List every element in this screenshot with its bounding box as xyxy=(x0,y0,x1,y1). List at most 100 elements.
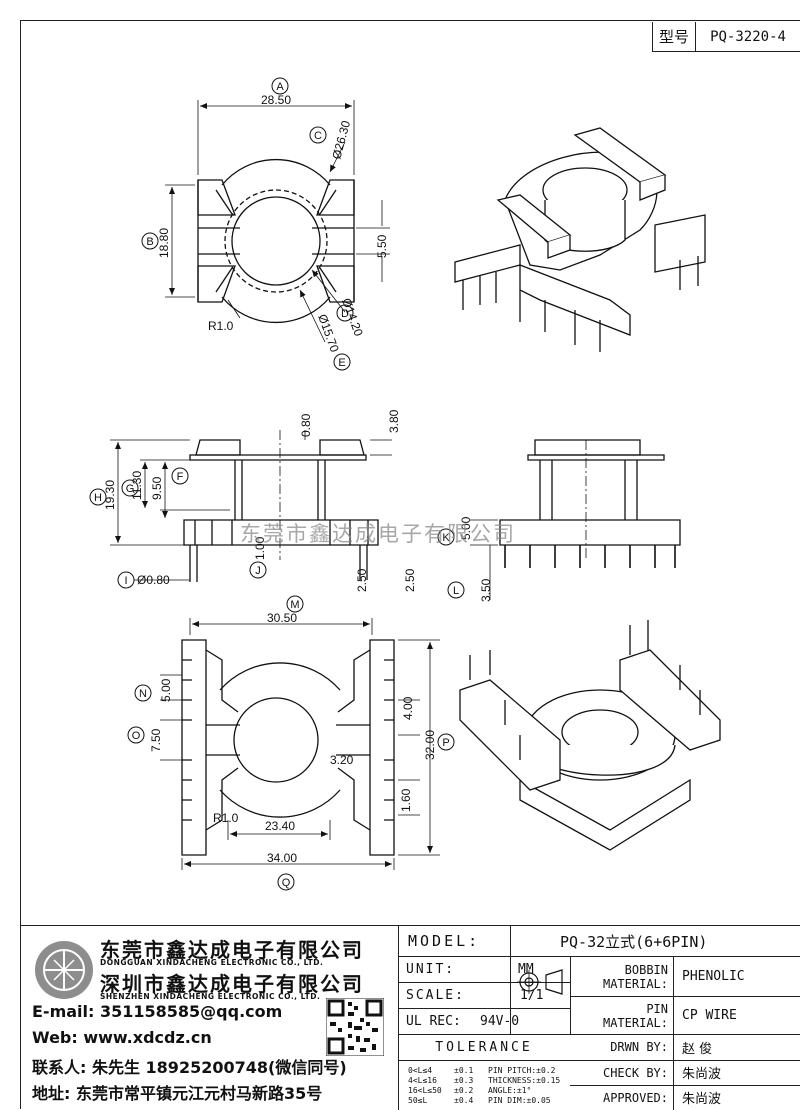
company-name-2-en: SHENZHEN XINDACHENG ELECTRONIC CO., LTD. xyxy=(100,992,321,1001)
watermark: 东莞市鑫达成电子有限公司 xyxy=(240,522,516,546)
dim-slot: 5.50 xyxy=(375,234,389,258)
tol-row-1-note: PIN PITCH:±0.2 xyxy=(488,1066,556,1075)
pin-label: PIN MATERIAL: xyxy=(602,1001,668,1030)
dim-p: 32.00 xyxy=(423,730,437,760)
model-value: PQ-32立式(6+6PIN) xyxy=(560,932,708,951)
type-value: PQ-3220-4 xyxy=(710,28,786,45)
tol-row-3-value: ±0.2 xyxy=(454,1086,474,1095)
circle-m-label: M xyxy=(290,599,299,611)
dim-g: 11.30 xyxy=(130,471,144,500)
dim-b: 18.80 xyxy=(157,228,171,258)
circle-p-label: P xyxy=(442,737,449,749)
bobbin-value: PHENOLIC xyxy=(682,968,745,984)
unit-label: UNIT: xyxy=(406,961,456,977)
side-view-right xyxy=(437,439,681,600)
circle-h-label: H xyxy=(94,492,102,504)
tol-row-2-range: 4<L≤16 xyxy=(408,1076,437,1085)
dim-l: 3.50 xyxy=(479,578,493,602)
radius-top: R1.0 xyxy=(208,319,234,333)
model-label: MODEL: xyxy=(408,932,481,950)
circle-o-label: O xyxy=(132,730,141,742)
top-view-labels: A 28.50 C Ø26.30 B 18.80 5.50 D Ø14.20 E… xyxy=(146,81,389,369)
dim-low: 1.60 xyxy=(399,788,413,812)
tol-row-4-note: PIN DIM:±0.05 xyxy=(488,1096,551,1105)
approved-label: APPROVED: xyxy=(602,1090,668,1105)
company-name-2: 深圳市鑫达成电子有限公司 xyxy=(100,972,364,996)
side-view-left xyxy=(89,430,392,589)
circle-e-label: E xyxy=(338,357,345,369)
dim-e: Ø15.70 xyxy=(315,312,342,354)
ulrec-label: UL REC: xyxy=(406,1013,461,1029)
tol-row-1-range: 0<L≤4 xyxy=(408,1066,433,1075)
iso-view-bottom xyxy=(459,620,721,851)
bobbin-label: BOBBIN MATERIAL: xyxy=(602,962,668,991)
pin-value: CP WIRE xyxy=(682,1007,737,1023)
radius-bottom: R1.0 xyxy=(213,811,239,825)
drwn-label: DRWN BY: xyxy=(610,1040,668,1054)
website: Web: www.xdcdz.cn xyxy=(32,1028,212,1047)
drwn-value: 赵 俊 xyxy=(682,1041,713,1057)
dim-i: Ø0.80 xyxy=(137,573,170,587)
address: 地址: 东莞市常平镇元江元村马新路35号 xyxy=(32,1084,323,1103)
drawing-frame xyxy=(20,20,800,1109)
dim-f: 9.50 xyxy=(150,476,164,500)
approved-value: 朱尚波 xyxy=(682,1092,722,1107)
type-box: 型号 PQ-3220-4 xyxy=(652,22,800,52)
ulrec-value: 94V-0 xyxy=(480,1013,520,1029)
dim-top: 0.80 xyxy=(299,413,313,437)
dim-inner: 23.40 xyxy=(265,819,295,833)
contact-person: 联系人: 朱先生 18925200748(微信同号) xyxy=(32,1058,347,1077)
dim-h: 19.30 xyxy=(103,480,117,510)
side-view-right-labels: K 5.00 L 3.50 xyxy=(442,516,493,602)
circle-i-label: I xyxy=(124,575,127,587)
check-label: CHECK BY: xyxy=(602,1065,668,1080)
circle-n-label: N xyxy=(139,688,147,700)
company-name-1: 东莞市鑫达成电子有限公司 xyxy=(100,938,364,962)
company-logo-icon xyxy=(35,941,93,999)
projection-symbol-icon xyxy=(517,969,563,995)
company-name-1-en: DONGGUAN XINDACHENG ELECTRONIC CO., LTD. xyxy=(100,958,324,967)
tol-row-3-range: 16<L≤50 xyxy=(408,1086,442,1095)
dim-j: 1.00 xyxy=(253,536,267,560)
circle-k-label: K xyxy=(442,532,450,544)
dim-n: 5.00 xyxy=(159,678,173,702)
tolerance-label: TOLERANCE xyxy=(435,1039,533,1055)
qr-code-icon xyxy=(326,998,384,1056)
circle-g-label: G xyxy=(126,483,135,495)
check-value: 朱尚波 xyxy=(682,1067,722,1082)
circle-l-label: L xyxy=(453,585,459,597)
tol-row-2-note: THICKNESS:±0.15 xyxy=(488,1076,561,1085)
circle-b-label: B xyxy=(146,236,153,248)
circle-d-label: D xyxy=(341,308,349,320)
technical-drawing: A 28.50 C Ø26.30 B 18.80 5.50 D Ø14.20 E… xyxy=(89,77,721,891)
bottom-view-labels: M 30.50 N 5.00 O 7.50 4.00 P 32.00 3.20 … xyxy=(132,599,450,889)
title-block: 东莞市鑫达成电子有限公司 DONGGUAN XINDACHENG ELECTRO… xyxy=(20,925,800,1110)
email: E-mail: 351158585@qq.com xyxy=(32,1002,283,1021)
dim-pin1: 2.50 xyxy=(355,568,369,592)
circle-j-label: J xyxy=(255,565,261,577)
tol-row-4-value: ±0.4 xyxy=(454,1096,474,1105)
type-label: 型号 xyxy=(653,22,696,51)
dim-m: 30.50 xyxy=(267,611,297,625)
iso-view-top xyxy=(454,127,706,352)
scale-label: SCALE: xyxy=(406,987,465,1003)
tol-row-2-value: ±0.3 xyxy=(454,1076,474,1085)
circle-a-label: A xyxy=(276,81,284,93)
tol-row-3-note: ANGLE:±1° xyxy=(488,1086,532,1095)
top-view xyxy=(141,77,390,371)
circle-q-label: Q xyxy=(282,877,291,889)
dim-o: 7.50 xyxy=(149,728,163,752)
tol-row-1-value: ±0.1 xyxy=(454,1066,474,1075)
dim-q: 34.00 xyxy=(267,851,297,865)
dim-pin2: 2.50 xyxy=(403,568,417,592)
circle-c-label: C xyxy=(314,130,322,142)
side-view-left-labels: H 19.30 G 11.30 F 9.50 0.80 3.80 J 1.00 … xyxy=(94,409,417,592)
dim-k: 5.00 xyxy=(459,516,473,540)
dim-c: Ø26.30 xyxy=(329,119,353,161)
scale-value: 1/1 xyxy=(520,987,544,1003)
circle-f-label: F xyxy=(177,471,184,483)
dim-gap: 3.20 xyxy=(330,753,354,767)
tol-row-4-range: 50≤L xyxy=(408,1096,428,1105)
dim-slot-bottom: 4.00 xyxy=(401,696,415,720)
dim-flange: 3.80 xyxy=(387,409,401,433)
